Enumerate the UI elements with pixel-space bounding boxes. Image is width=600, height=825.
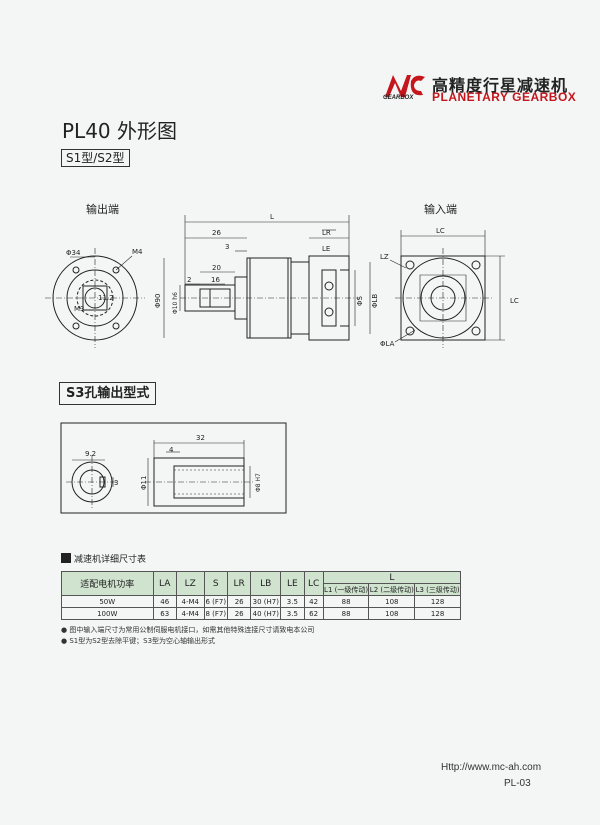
th-LR: LR bbox=[226, 571, 252, 596]
dim-m3: M3 bbox=[74, 305, 85, 313]
th-L: L bbox=[322, 571, 462, 584]
dim-LC-top: LC bbox=[436, 227, 445, 235]
table-cell: 26 bbox=[226, 595, 252, 608]
brand-logo-icon bbox=[385, 75, 425, 97]
table-cell: 63 bbox=[152, 607, 177, 620]
s3-frame bbox=[60, 422, 287, 514]
dim-L: L bbox=[270, 213, 274, 221]
dim-phiS: ΦS bbox=[356, 295, 364, 306]
table-cell: 3.5 bbox=[280, 595, 305, 608]
dim-11-2: 11.2 bbox=[98, 294, 114, 302]
s3-section-badge: S3孔输出型式 bbox=[59, 382, 157, 405]
table-cell: 26 bbox=[226, 607, 252, 620]
table-cell: 128 bbox=[414, 607, 461, 620]
table-cell: 46 bbox=[152, 595, 177, 608]
page-number: PL-03 bbox=[504, 778, 531, 789]
dim-16: 16 bbox=[211, 276, 220, 284]
brand-name-en: PLANETARY GEARBOX bbox=[432, 90, 577, 104]
dim-26: 26 bbox=[212, 229, 221, 237]
table-cell: 108 bbox=[368, 607, 416, 620]
table-cell: 108 bbox=[368, 595, 416, 608]
s3-dim-phi11: Φ11 bbox=[140, 476, 148, 490]
dim-LR: LR bbox=[322, 229, 331, 237]
caption-square-icon bbox=[61, 553, 71, 563]
dim-phi34: Φ34 bbox=[66, 249, 81, 257]
dim-3: 3 bbox=[225, 243, 229, 251]
dim-2: 2 bbox=[187, 276, 191, 284]
table-cell: 88 bbox=[322, 595, 370, 608]
s3-dim-phi8: Φ8 H7 bbox=[255, 473, 262, 492]
outline-drawing: Φ34 M4 M3 11.2 L 26 3 LR LE 20 2 16 Φ90 … bbox=[45, 213, 519, 348]
type-badge: S1型/S2型 bbox=[61, 149, 130, 167]
spec-table: 适配电机功率 LA LZ S LR LB LE LC L L1 (一级传动) L… bbox=[61, 571, 462, 620]
bullet-icon: ● bbox=[61, 626, 68, 634]
th-L2: L2 (二级传动) bbox=[368, 583, 416, 596]
table-cell: 88 bbox=[322, 607, 370, 620]
table-row: 50W 46 4-M4 6 (F7) 26 30 (H7) 3.5 42 88 … bbox=[61, 595, 461, 608]
th-LE: LE bbox=[280, 571, 305, 596]
dim-LC-right: LC bbox=[510, 297, 519, 305]
s3-dim-32: 32 bbox=[196, 434, 205, 442]
table-cell: 50W bbox=[61, 595, 154, 608]
th-LB: LB bbox=[250, 571, 282, 596]
table-cell: 8 (F7) bbox=[203, 607, 228, 620]
table-cell: 40 (H7) bbox=[250, 607, 282, 620]
page-title: PL40 外形图 bbox=[62, 119, 178, 143]
input-end-label: 输入端 bbox=[424, 203, 457, 216]
note-text: 图中输入端尺寸为常用公制伺服电机接口，如需其他特殊连接尺寸请致电本公司 bbox=[69, 626, 315, 634]
dim-20: 20 bbox=[212, 264, 221, 272]
th-S: S bbox=[203, 571, 228, 596]
table-cell: 100W bbox=[61, 607, 154, 620]
s3-dim-9-2: 9.2 bbox=[85, 450, 96, 458]
table-cell: 30 (H7) bbox=[250, 595, 282, 608]
output-end-label: 输出端 bbox=[86, 203, 119, 216]
table-cell: 42 bbox=[303, 595, 324, 608]
dim-phi90: Φ90 bbox=[154, 294, 162, 308]
th-motor-power: 适配电机功率 bbox=[61, 571, 154, 596]
note-1: ● 图中输入端尺寸为常用公制伺服电机接口，如需其他特殊连接尺寸请致电本公司 bbox=[61, 625, 314, 635]
dim-LZ: LZ bbox=[380, 253, 389, 261]
dim-phiLB: ΦLB bbox=[371, 294, 379, 308]
footer-url: Http://www.mc-ah.com bbox=[441, 762, 542, 773]
dim-LE: LE bbox=[322, 245, 330, 253]
dim-phiLA: ΦLA bbox=[380, 340, 395, 348]
th-LA: LA bbox=[152, 571, 177, 596]
note-2: ● S1型为S2型去除平键；S3型为空心轴输出形式 bbox=[61, 636, 215, 646]
th-LC: LC bbox=[303, 571, 324, 596]
table-cell: 4-M4 bbox=[175, 607, 205, 620]
th-LZ: LZ bbox=[175, 571, 205, 596]
table-cell: 3.5 bbox=[280, 607, 305, 620]
table-cell: 128 bbox=[414, 595, 461, 608]
dim-phi10: Φ10 h6 bbox=[172, 292, 179, 314]
logo-subtext: GEARBOX bbox=[383, 95, 414, 101]
s3-dim-3: 3 bbox=[114, 479, 118, 487]
s3-drawing: 9.2 32 4 3 Φ11 Φ8 H7 bbox=[60, 422, 287, 514]
s3-dim-4: 4 bbox=[169, 446, 174, 454]
table-cell: 6 (F7) bbox=[203, 595, 228, 608]
table-cell: 62 bbox=[303, 607, 324, 620]
bullet-icon: ● bbox=[61, 637, 68, 645]
th-L3: L3 (三级传动) bbox=[414, 583, 461, 596]
dim-m4: M4 bbox=[132, 248, 143, 256]
th-L1: L1 (一级传动) bbox=[322, 583, 370, 596]
table-caption: 减速机详细尺寸表 bbox=[74, 555, 147, 565]
table-row: 100W 63 4-M4 8 (F7) 26 40 (H7) 3.5 62 88… bbox=[61, 607, 461, 620]
brand-name-cn: 高精度行星减速机 bbox=[432, 76, 569, 95]
note-text: S1型为S2型去除平键；S3型为空心轴输出形式 bbox=[69, 637, 216, 645]
table-cell: 4-M4 bbox=[175, 595, 205, 608]
